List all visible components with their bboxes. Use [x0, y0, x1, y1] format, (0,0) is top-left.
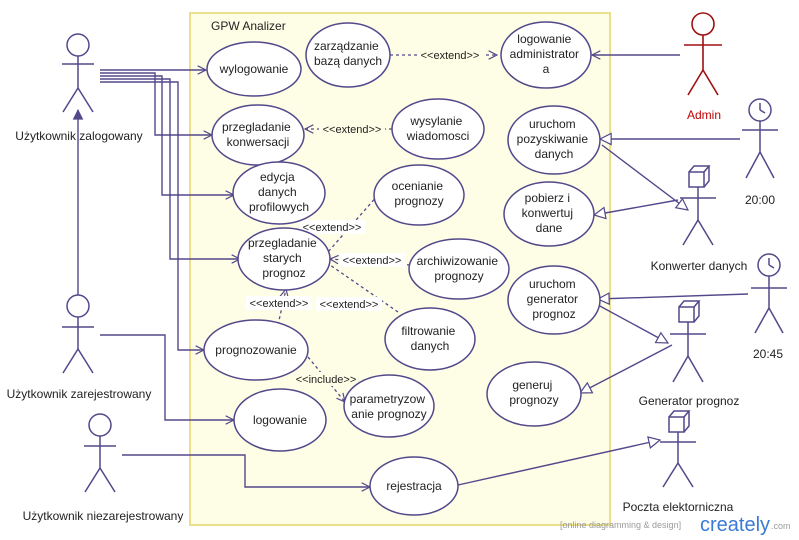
- svg-text:rejestracja: rejestracja: [386, 479, 442, 493]
- actor-label-poczta: Poczta elektorniczna: [623, 500, 734, 514]
- extend-label-4: <<extend>>: [343, 255, 402, 267]
- extend-label-3: <<extend>>: [303, 222, 362, 234]
- extend-label-2: <<extend>>: [323, 124, 382, 136]
- actor-uzytkownik-niezarejestrowany[interactable]: [84, 413, 116, 493]
- actor-poczta-elektorniczna[interactable]: [660, 410, 696, 488]
- actor-uzytkownik-zarejestrowany[interactable]: [62, 294, 94, 374]
- use-case-logowanie-administratora[interactable]: logowanie administrator a: [500, 21, 592, 89]
- include-label: <<include>>: [296, 374, 357, 386]
- associations: [78, 55, 749, 487]
- use-case-przegladanie-konwersacji[interactable]: przegladanie konwersacji: [211, 104, 305, 166]
- actor-label-niezarejestrowany: Użytkownik niezarejestrowany: [23, 509, 184, 523]
- use-case-uruchom-generator[interactable]: uruchom generator prognoz: [507, 265, 601, 335]
- svg-text:zarządzanie bazą danych: zarządzanie bazą danych: [314, 39, 382, 68]
- actor-konwerter-danych[interactable]: [680, 165, 716, 246]
- system-title: GPW Analizer: [211, 19, 286, 33]
- svg-text:generuj prognozy: generuj prognozy: [509, 378, 558, 407]
- watermark-logo: creately: [700, 514, 770, 536]
- extend-label-6: <<extend>>: [320, 299, 379, 311]
- svg-text:przegladanie starych: przegladanie starych prognoz: [248, 236, 320, 280]
- watermark-suffix: .com: [771, 521, 791, 531]
- actor-label-admin: Admin: [687, 108, 721, 122]
- cube-icon: [668, 410, 691, 433]
- assoc-zarejestrowany-logowanie: [100, 334, 234, 420]
- clock-icon: [768, 258, 775, 269]
- cube-icon: [678, 300, 701, 323]
- assoc-rejestracja-poczta: [457, 440, 660, 486]
- actor-label-zalogowany: Użytkownik zalogowany: [15, 129, 142, 143]
- actor-uzytkownik-zalogowany[interactable]: [62, 33, 94, 113]
- assoc-zalogowany-prognozowanie: [100, 81, 204, 350]
- svg-text:wysylanie wiadomosci: wysylanie wiadomosci: [406, 114, 470, 143]
- svg-text:logowanie administrator: logowanie administrator a: [510, 32, 583, 76]
- svg-text:edycja danych prof: edycja danych profilowych: [249, 170, 309, 214]
- use-case-wysylanie-wiadomosci[interactable]: wysylanie wiadomosci: [391, 98, 485, 160]
- svg-text:logowanie: logowanie: [253, 413, 307, 427]
- actor-label-konwerter: Konwerter danych: [651, 259, 748, 273]
- svg-text:pobierz i konwertuj: pobierz i konwertuj dane: [522, 191, 577, 235]
- actor-label-timer-2000: 20:00: [745, 193, 775, 207]
- use-case-logowanie[interactable]: logowanie: [233, 388, 327, 452]
- actor-label-timer-2045: 20:45: [753, 347, 783, 361]
- assoc-generator-generuj: [580, 344, 673, 393]
- assoc-niezarejestrowany-rejestracja: [122, 454, 370, 487]
- stereotype-labels: <<extend>> <<extend>> <<extend>> <<exten…: [246, 48, 483, 386]
- cube-icon: [688, 165, 711, 188]
- use-case-ocenianie-prognozy[interactable]: ocenianie prognozy: [373, 164, 465, 226]
- svg-text:wylogowanie: wylogowanie: [219, 62, 289, 76]
- use-case-uruchom-pozyskiwanie[interactable]: uruchom pozyskiwanie danych: [507, 105, 601, 175]
- assoc-zalogowany-konwersacje: [100, 72, 212, 135]
- assoc-zalogowany-stare-prognozy: [100, 78, 240, 259]
- assoc-timer2-uruchom-generator: [598, 294, 749, 299]
- use-case-rejestracja[interactable]: rejestracja: [369, 456, 459, 516]
- svg-text:uruchom pozyskiwanie: uruchom pozyskiwanie danych: [517, 117, 592, 161]
- assoc-zalogowany-edycja: [100, 75, 234, 195]
- assoc-konwerter-pobierz: [594, 199, 679, 215]
- svg-text:filtrowanie danych: filtrowanie danych: [401, 324, 458, 353]
- use-case-prognozowanie[interactable]: prognozowanie: [203, 319, 309, 381]
- use-case-edycja-danych[interactable]: edycja danych profilowych: [232, 161, 326, 225]
- svg-text:parametryzow anie progno: parametryzow anie prognozy: [350, 392, 429, 421]
- svg-text:uruchom generator: uruchom generator prognoz: [527, 277, 582, 321]
- watermark: [online diagramming & design] creately .…: [560, 514, 791, 536]
- use-case-generuj-prognozy[interactable]: generuj prognozy: [486, 361, 582, 427]
- actor-admin[interactable]: [684, 12, 722, 96]
- extend-filtrowanie-stare-line: [329, 264, 399, 313]
- svg-text:archiwizowanie prognozy: archiwizowanie prognozy: [417, 254, 502, 283]
- extend-label-1: <<extend>>: [421, 50, 480, 62]
- use-case-przegladanie-starych-prognoz[interactable]: przegladanie starych prognoz: [237, 227, 331, 291]
- use-case-filtrowanie-danych[interactable]: filtrowanie danych: [384, 307, 476, 371]
- use-case-pobierz-konwertuj[interactable]: pobierz i konwertuj dane: [503, 181, 595, 247]
- actor-label-zarejestrowany: Użytkownik zarejestrowany: [7, 387, 152, 401]
- assoc-uruchom-generator: [597, 304, 668, 343]
- use-case-zarzadzanie-baza[interactable]: zarządzanie bazą danych: [305, 22, 391, 88]
- actor-timer-2000[interactable]: [742, 98, 778, 179]
- assoc-uruchom-konwerter: [601, 144, 688, 210]
- use-case-parametryzowanie-prognozy[interactable]: parametryzow anie prognozy: [343, 374, 435, 438]
- actor-timer-2045[interactable]: [751, 253, 787, 334]
- actor-label-generator: Generator prognoz: [639, 394, 740, 408]
- include-prognozowanie-param-line: [307, 356, 345, 402]
- actor-generator-prognoz[interactable]: [670, 300, 706, 383]
- clock-icon: [759, 103, 766, 114]
- svg-text:prognozowanie: prognozowanie: [215, 343, 297, 357]
- svg-text:przegladanie konwersacji: przegladanie konwersacji: [222, 120, 294, 149]
- use-case-wylogowanie[interactable]: wylogowanie: [206, 41, 302, 97]
- watermark-text: [online diagramming & design]: [560, 520, 681, 530]
- use-case-archiwizowanie-prognozy[interactable]: archiwizowanie prognozy: [408, 238, 510, 300]
- extend-label-5: <<extend>>: [250, 298, 309, 310]
- svg-text:ocenianie prognozy: ocenianie prognozy: [392, 179, 447, 208]
